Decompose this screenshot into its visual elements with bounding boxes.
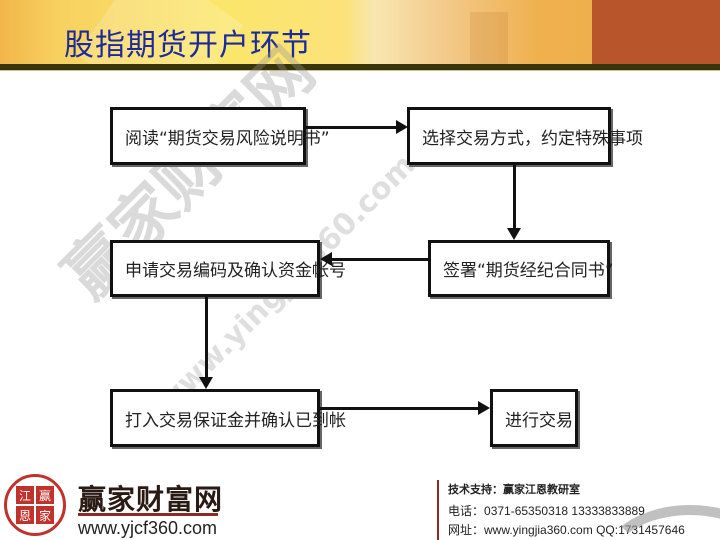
connector-4-5 bbox=[205, 297, 208, 377]
decorative-swoosh bbox=[600, 505, 720, 540]
phone-value: 0371-65350318 13333833889 bbox=[484, 504, 645, 518]
flow-step-label: 打入交易保证金并确认已到帐 bbox=[125, 410, 346, 431]
header-divider-thin bbox=[0, 70, 720, 71]
connector-1-2 bbox=[306, 126, 396, 129]
logo-char: 江 bbox=[16, 486, 34, 504]
flow-step-2: 选择交易方式，约定特殊事项 bbox=[407, 107, 643, 165]
brand-underline bbox=[78, 513, 218, 516]
support-value: 赢家江恩教研室 bbox=[503, 484, 580, 496]
connector-3-4 bbox=[332, 258, 428, 261]
logo-char: 家 bbox=[36, 506, 54, 524]
arrow-down-icon bbox=[507, 228, 521, 240]
flow-step-5: 打入交易保证金并确认已到帐 bbox=[110, 389, 346, 447]
web-label: 网址： bbox=[448, 523, 485, 537]
contact-support: 技术支持：赢家江恩教研室 bbox=[448, 481, 580, 497]
header-banner: 股指期货开户环节 bbox=[0, 0, 720, 64]
flow-step-6: 进行交易 bbox=[490, 389, 578, 447]
logo-char: 赢 bbox=[36, 486, 54, 504]
flow-step-3: 签署“期货经纪合同书” bbox=[428, 240, 614, 297]
arrow-right-icon bbox=[478, 401, 490, 415]
brand-url-link[interactable]: www.yjcf360.com bbox=[78, 518, 218, 538]
phone-label: 电话： bbox=[448, 504, 485, 518]
header-sheen bbox=[470, 12, 508, 64]
header-accent-block bbox=[592, 0, 720, 64]
connector-2-3 bbox=[513, 165, 516, 229]
header-divider bbox=[0, 64, 720, 70]
brand-name: 赢家财富网 bbox=[78, 483, 224, 516]
flow-step-label: 申请交易编码及确认资金帐号 bbox=[125, 261, 346, 281]
flow-step-label: 进行交易 bbox=[505, 410, 573, 431]
flow-step-4: 申请交易编码及确认资金帐号 bbox=[110, 240, 346, 297]
contact-phone: 电话：0371-65350318 13333833889 bbox=[448, 502, 645, 519]
logo-char: 恩 bbox=[16, 506, 34, 524]
flow-step-label: 签署“期货经纪合同书” bbox=[443, 261, 614, 281]
arrow-down-icon bbox=[199, 377, 213, 389]
contact-divider bbox=[437, 480, 439, 540]
support-label: 技术支持： bbox=[448, 484, 503, 496]
connector-5-6 bbox=[320, 407, 478, 410]
brand-logo: 江 赢 恩 家 bbox=[4, 474, 66, 536]
arrow-right-icon bbox=[396, 120, 408, 134]
flow-step-label: 阅读“期货交易风险说明书” bbox=[125, 128, 330, 149]
page-title: 股指期货开户环节 bbox=[64, 28, 312, 63]
arrow-left-icon bbox=[320, 252, 332, 266]
flow-step-label: 选择交易方式，约定特殊事项 bbox=[422, 128, 643, 149]
flow-step-1: 阅读“期货交易风险说明书” bbox=[110, 107, 330, 165]
